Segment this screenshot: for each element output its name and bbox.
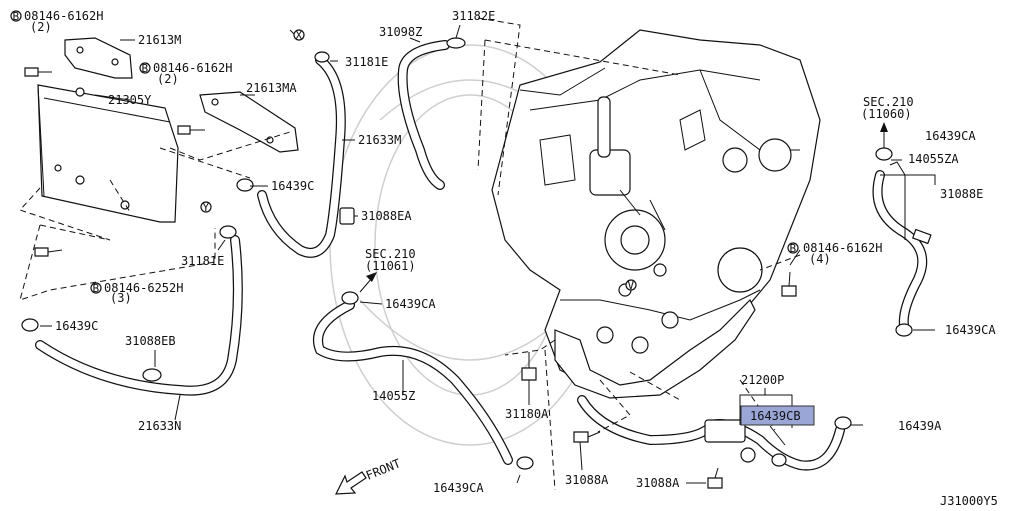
label-14055Z: 14055Z bbox=[372, 389, 415, 403]
label-qty-3: (3) bbox=[110, 291, 132, 305]
label-qty-2-top: (2) bbox=[30, 20, 52, 34]
label-31098Z: 31098Z bbox=[379, 25, 422, 39]
b-symbol: B bbox=[790, 242, 797, 255]
label-sec210-left-sub: (11061) bbox=[365, 259, 416, 273]
label-31088EA: 31088EA bbox=[361, 209, 412, 223]
label-16439C-left: 16439C bbox=[55, 319, 98, 333]
label-16439CA-mid: 16439CA bbox=[385, 297, 436, 311]
front-arrow-icon: FRONT bbox=[335, 456, 403, 495]
label-31182E: 31182E bbox=[452, 9, 495, 23]
label-31181E-mid: 31181E bbox=[181, 254, 224, 268]
b-symbol: B bbox=[142, 62, 149, 75]
hose-21633N bbox=[35, 235, 243, 396]
front-label: FRONT bbox=[364, 456, 403, 483]
transmission-assembly bbox=[491, 29, 821, 399]
x-symbol: X bbox=[296, 29, 303, 42]
hose-21200P bbox=[577, 395, 845, 471]
b-symbol: B bbox=[93, 282, 100, 295]
label-21613M: 21613M bbox=[138, 33, 181, 47]
hose-14055Z bbox=[313, 300, 513, 465]
hose-21633M bbox=[257, 55, 346, 258]
diagram-id: J31000Y5 bbox=[940, 494, 998, 508]
label-sec210-right: SEC.210 bbox=[863, 95, 914, 109]
label-16439CA-right-top: 16439CA bbox=[925, 129, 976, 143]
label-31088E: 31088E bbox=[940, 187, 983, 201]
dashed-guides bbox=[19, 17, 801, 491]
label-qty-4: (4) bbox=[809, 252, 831, 266]
label-sec210-left: SEC.210 bbox=[365, 247, 416, 261]
v-symbol: V bbox=[628, 279, 635, 292]
label-31088A-bottom: 31088A bbox=[565, 473, 609, 487]
label-16439CA-bottom: 16439CA bbox=[433, 481, 484, 495]
hose-14055ZA bbox=[872, 170, 932, 335]
sec-210-arrows bbox=[359, 122, 888, 293]
label-08146-6162H-mid: 08146-6162H bbox=[153, 61, 232, 75]
label-08146-6162H-right: 08146-6162H bbox=[803, 241, 882, 255]
label-31180A: 31180A bbox=[505, 407, 549, 421]
label-sec210-right-sub: (11060) bbox=[861, 107, 912, 121]
label-31181E-top: 31181E bbox=[345, 55, 388, 69]
bracket-21613MA bbox=[199, 91, 299, 153]
label-14055ZA: 14055ZA bbox=[908, 152, 959, 166]
label-21633N: 21633N bbox=[138, 419, 181, 433]
y-symbol: Y bbox=[203, 201, 210, 214]
label-31088A-mid: 31088A bbox=[636, 476, 680, 490]
label-16439C-top: 16439C bbox=[271, 179, 314, 193]
label-21305Y: 21305Y bbox=[108, 93, 152, 107]
label-16439CA-right-bottom: 16439CA bbox=[945, 323, 996, 337]
highlight-box-16439CB bbox=[740, 405, 815, 426]
label-16439CB: 16439CB bbox=[750, 409, 801, 423]
bolt-symbols: B B B B X Y V bbox=[10, 10, 799, 295]
label-qty-2-mid: (2) bbox=[157, 72, 179, 86]
oil-cooler-21305Y bbox=[37, 84, 179, 223]
part-labels: 08146-6162H (2) 21613M 08146-6162H (2) 2… bbox=[24, 9, 998, 508]
label-21633M: 21633M bbox=[358, 133, 401, 147]
label-21613MA: 21613MA bbox=[246, 81, 297, 95]
label-31088EB: 31088EB bbox=[125, 334, 176, 348]
hose-clamps bbox=[21, 37, 913, 470]
bracket-21613M bbox=[64, 37, 133, 79]
bolts bbox=[24, 67, 797, 489]
leader-lines bbox=[40, 24, 936, 484]
hose-31098Z bbox=[397, 40, 450, 190]
label-08146-6252H: 08146-6252H bbox=[104, 281, 183, 295]
label-21200P: 21200P bbox=[741, 373, 784, 387]
label-16439A: 16439A bbox=[898, 419, 942, 433]
b-symbol: B bbox=[13, 10, 20, 23]
label-08146-6162H-top: 08146-6162H bbox=[24, 9, 103, 23]
